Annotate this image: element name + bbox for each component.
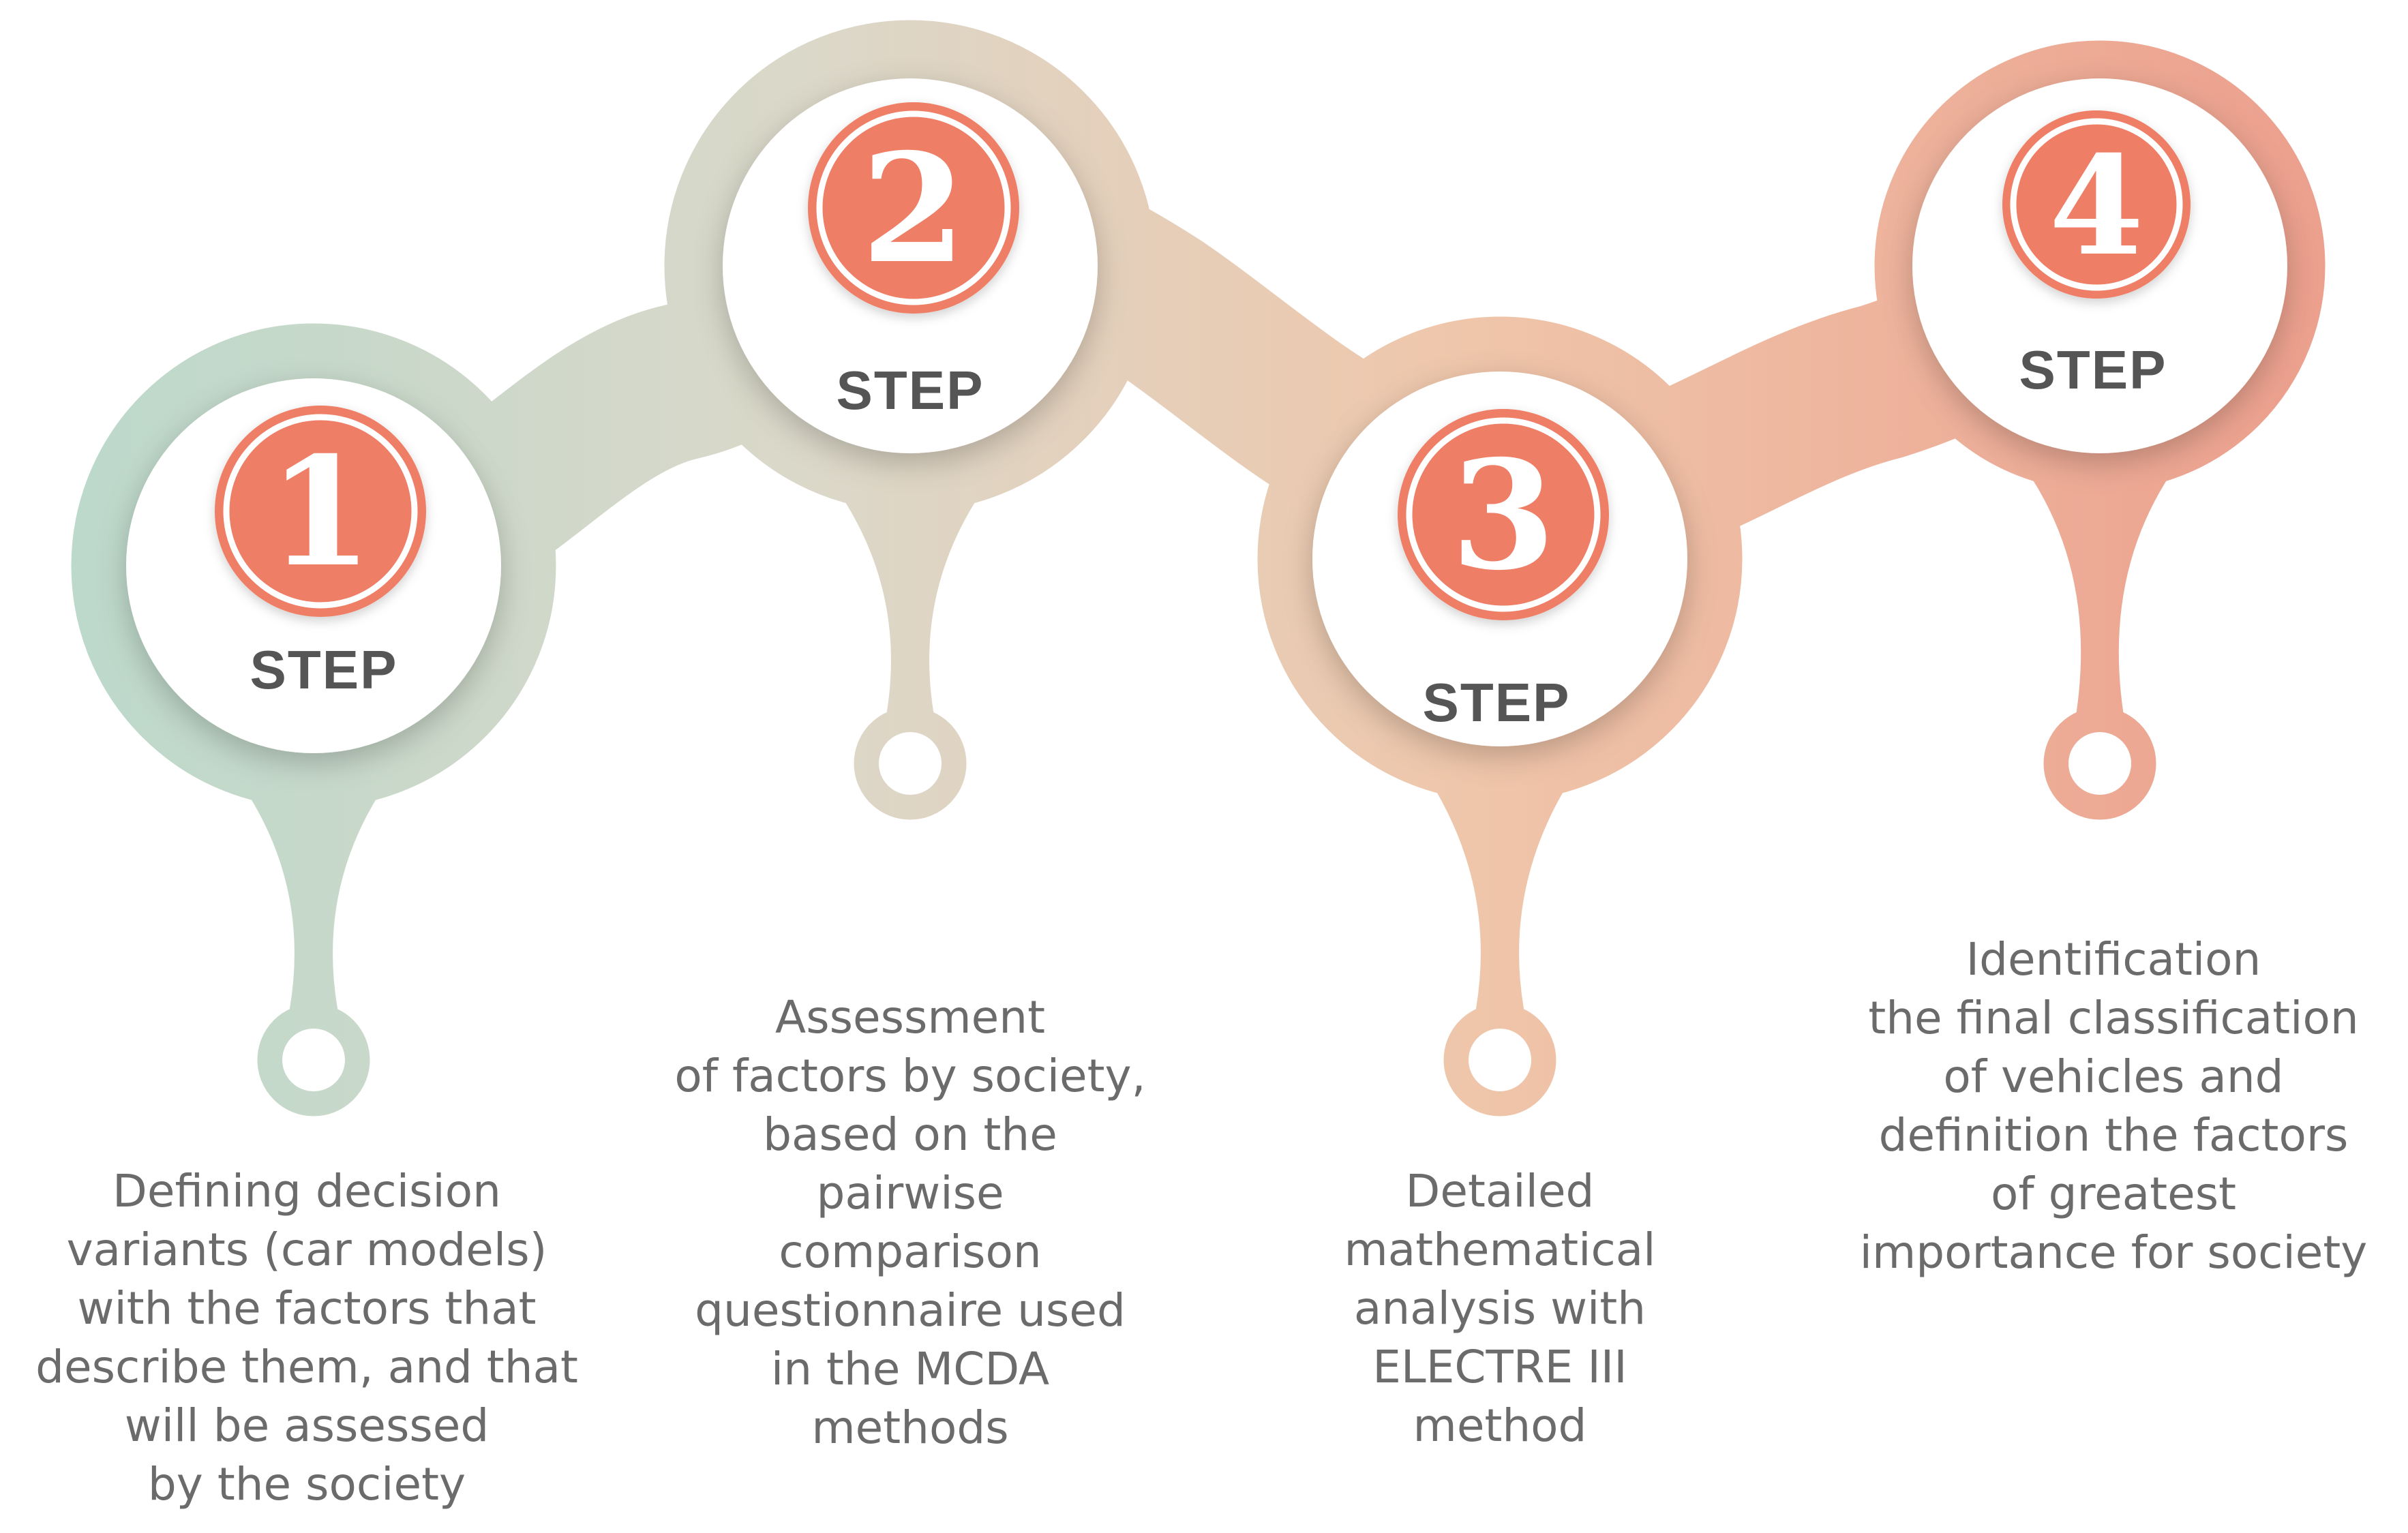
step-2-description: Assessment of factors by society, based … <box>637 988 1183 1457</box>
step-1-badge <box>215 406 426 617</box>
step-4-desc-line: Identification <box>1966 933 2261 986</box>
step-4-description: Identification the final classification … <box>1827 930 2400 1282</box>
step-2-desc-line: of factors by society, <box>674 1050 1146 1102</box>
step-3-label: STEP <box>1423 672 1571 733</box>
step-4-label: STEP <box>2019 339 2167 400</box>
step-3-number: 3 <box>1451 427 1555 603</box>
step-4-desc-line: the final classification <box>1868 992 2359 1044</box>
drop-hole-1 <box>282 1029 345 1091</box>
step-1-desc-line: by the society <box>147 1458 466 1511</box>
step-4: 4 STEP <box>1912 78 2287 453</box>
step-2-desc-line: based on the <box>763 1108 1057 1161</box>
step-3-desc-line: ELECTRE III <box>1372 1341 1627 1393</box>
step-1-label: STEP <box>250 639 398 700</box>
step-3-desc-line: mathematical <box>1344 1224 1656 1276</box>
step-2-badge <box>808 102 1019 314</box>
step-3: 3 STEP <box>1312 371 1687 746</box>
step-4-badge-ring <box>2010 118 2183 291</box>
step-1-number: 1 <box>268 423 372 600</box>
drop-hole-2 <box>879 732 942 795</box>
step-2-number: 2 <box>861 120 965 297</box>
drop-hole-3 <box>1469 1029 1531 1091</box>
step-1: 1 STEP <box>126 378 501 753</box>
step-4-badge <box>2002 110 2191 299</box>
step-2-badge-ring <box>816 110 1011 305</box>
step-2-desc-line: comparison <box>779 1226 1042 1278</box>
step-1-desc-line: Defining decision <box>112 1165 501 1217</box>
step-2-desc-line: in the MCDA <box>770 1343 1050 1395</box>
step-2-desc-line: Assessment <box>775 991 1045 1044</box>
step-4-number: 4 <box>2049 126 2143 286</box>
step-1-desc-line: with the factors that <box>77 1282 537 1335</box>
step-1-badge-ring <box>223 414 418 609</box>
step-3-desc-line: analysis with <box>1353 1282 1646 1335</box>
step-1-desc-line: describe them, and that <box>35 1341 578 1393</box>
step-2-desc-line: methods <box>811 1401 1009 1454</box>
step-1-description: Defining decision variants (car models) … <box>0 1162 614 1514</box>
step-1-desc-line: variants (car models) <box>66 1224 547 1276</box>
step-2-desc-line: questionnaire used <box>695 1284 1126 1337</box>
step-2-label: STEP <box>837 360 984 421</box>
step-3-desc-line: method <box>1413 1399 1587 1452</box>
step-3-badge <box>1398 409 1609 620</box>
step-3-description: Detailed mathematical analysis with ELEC… <box>1295 1162 1704 1455</box>
step-4-desc-line: importance for society <box>1859 1226 2368 1279</box>
step-3-badge-ring <box>1406 417 1601 612</box>
step-3-desc-line: Detailed <box>1405 1165 1595 1217</box>
step-4-desc-line: definition the factors <box>1878 1109 2349 1162</box>
step-2-desc-line: pairwise <box>816 1167 1004 1219</box>
drop-holes <box>282 732 2131 1091</box>
step-2: 2 STEP <box>723 78 1098 453</box>
drop-hole-4 <box>2068 732 2131 795</box>
step-1-desc-line: will be assessed <box>124 1399 490 1452</box>
step-4-desc-line: of vehicles and <box>1943 1050 2284 1103</box>
step-4-desc-line: of greatest <box>1991 1168 2236 1220</box>
